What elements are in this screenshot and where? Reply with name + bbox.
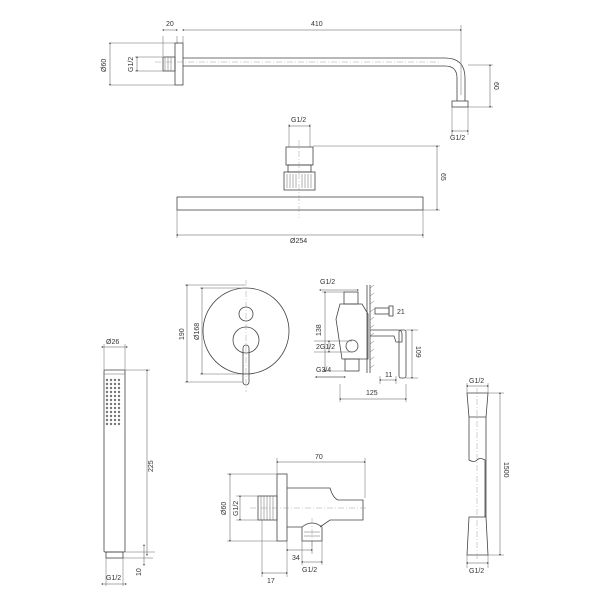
nozzle-dot — [113, 418, 117, 422]
nozzle-dot — [113, 422, 117, 426]
nozzle-dot — [105, 414, 109, 418]
nozzle-dot — [105, 394, 109, 398]
shower-head-drawing: G1/2 65 Ø254 — [176, 117, 446, 245]
arm-length-label: 410 — [311, 21, 323, 28]
hand-shower-length-label: 225 — [148, 460, 155, 472]
nozzle-dot — [109, 390, 113, 394]
nozzle-dot — [105, 398, 109, 402]
nozzle-dot — [109, 382, 113, 386]
nozzle-dot — [117, 410, 121, 414]
nozzle-dot — [105, 410, 109, 414]
side-depth-label: 125 — [366, 390, 378, 397]
nozzle-dot — [105, 418, 109, 422]
nozzle-dot — [109, 378, 113, 382]
nozzle-dot — [117, 394, 121, 398]
nozzle-dot — [113, 406, 117, 410]
nozzle-dot — [113, 378, 117, 382]
hand-shower-connector-label: 10 — [136, 568, 143, 576]
arm-wall-thread-label: G1/2 — [128, 57, 135, 72]
nozzle-dot — [113, 402, 117, 406]
nozzle-dot — [113, 398, 117, 402]
outlet-offset-label: 34 — [292, 555, 300, 562]
shower-arm-drawing: 20 410 Ø60 G1/2 60 G1/2 — [101, 21, 499, 142]
head-thread-label: G1/2 — [291, 117, 306, 124]
side-inlet-thread-label: G3/4 — [316, 367, 331, 374]
mixer-height-label: 190 — [179, 328, 186, 340]
nozzle-dot — [113, 414, 117, 418]
nozzle-dot — [105, 386, 109, 390]
nozzle-dot — [109, 414, 113, 418]
nozzle-dot — [117, 418, 121, 422]
nozzle-dot — [117, 390, 121, 394]
flange-depth-label: 20 — [166, 21, 174, 28]
side-top-thread-label: G1/2 — [320, 279, 335, 286]
nozzle-dot — [105, 406, 109, 410]
nozzle-dot — [109, 418, 113, 422]
nozzle-dot — [117, 422, 121, 426]
nozzle-dot — [105, 402, 109, 406]
nozzle-dot — [117, 402, 121, 406]
hand-shower-drawing: (function(){var g=document.currentScript… — [101, 339, 155, 586]
side-outlet-threads-label: 2G1/2 — [316, 344, 335, 351]
hand-shower-thread-label: G1/2 — [106, 575, 121, 582]
nozzle-dot — [109, 402, 113, 406]
nozzle-dot — [117, 398, 121, 402]
hose-length-label: 1500 — [502, 462, 509, 478]
nozzle-dot — [117, 378, 121, 382]
outlet-thread-label: G1/2 — [302, 567, 317, 574]
side-lever-height-label: 109 — [414, 346, 421, 358]
wall-outlet-drawing: 70 Ø60 G1/2 34 17 G1/2 — [221, 454, 368, 585]
hose-bottom-thread-label: G1/2 — [469, 568, 484, 575]
arm-outlet-thread-label: G1/2 — [450, 135, 465, 142]
hand-shower-diameter-label: Ø26 — [106, 339, 119, 346]
nozzle-dot — [109, 406, 113, 410]
nozzle-dot — [113, 394, 117, 398]
outlet-wall-thread-label: G1/2 — [233, 501, 240, 516]
head-height-label: 65 — [439, 173, 446, 181]
plate-diameter-label: Ø168 — [194, 323, 201, 340]
nozzle-dot — [113, 382, 117, 386]
nozzle-dot — [113, 390, 117, 394]
nozzle-dot — [117, 382, 121, 386]
flange-diameter-label: Ø60 — [101, 59, 108, 72]
outlet-flange-depth-label: 17 — [267, 578, 275, 585]
nozzle-dot — [109, 422, 113, 426]
nozzle-dot — [109, 386, 113, 390]
nozzle-dot — [117, 406, 121, 410]
side-gap-label: 11 — [385, 372, 392, 379]
head-diameter-label: Ø254 — [290, 238, 307, 245]
nozzle-dot — [109, 394, 113, 398]
outlet-length-label: 70 — [315, 454, 323, 461]
nozzle-dot — [105, 390, 109, 394]
hose-top-thread-label: G1/2 — [469, 378, 484, 385]
spray-nozzles: (function(){var g=document.currentScript… — [105, 378, 121, 426]
nozzle-dot — [105, 422, 109, 426]
nozzle-dot — [105, 382, 109, 386]
nozzle-dot — [113, 386, 117, 390]
outlet-flange-diameter-label: Ø60 — [221, 502, 228, 515]
nozzle-dot — [113, 410, 117, 414]
side-body-height-label: 138 — [316, 324, 323, 336]
mixer-front-drawing: 190 Ø168 — [179, 280, 290, 392]
hose-drawing: G1/2 1500 G1/2 — [466, 378, 509, 575]
arm-drop-label: 60 — [492, 82, 499, 90]
nozzle-dot — [117, 386, 121, 390]
nozzle-dot — [109, 398, 113, 402]
nozzle-dot — [117, 414, 121, 418]
nozzle-dot — [109, 410, 113, 414]
side-cap-size-label: 21 — [397, 309, 405, 316]
nozzle-dot — [105, 378, 109, 382]
mixer-side-drawing: G1/2 138 2G1/2 G3/4 21 109 11 125 — [314, 279, 421, 402]
